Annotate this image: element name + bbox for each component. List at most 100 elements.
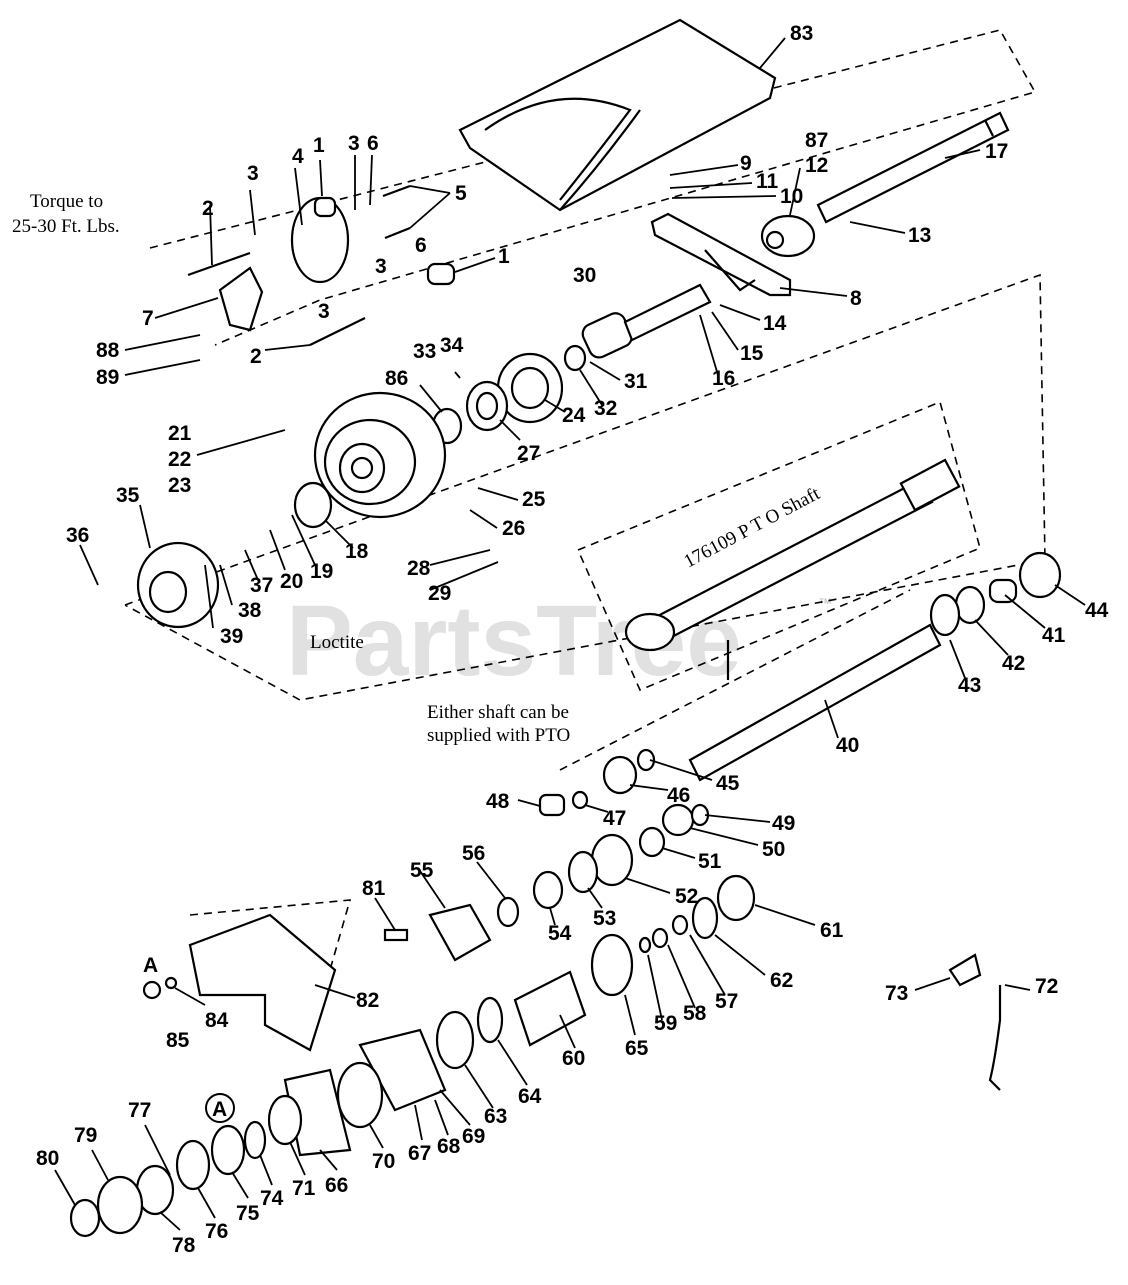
torque-note-line2: 25-30 Ft. Lbs. — [12, 216, 120, 237]
callout-49: 49 — [772, 812, 795, 835]
callout-8: 8 — [850, 287, 862, 310]
callout-3-top: 3 — [348, 132, 360, 155]
callout-3-low: 3 — [318, 300, 330, 323]
callout-75: 75 — [236, 1202, 260, 1225]
callout-79: 79 — [74, 1124, 97, 1147]
washer-84-part — [164, 976, 178, 990]
ring-59-part — [638, 936, 652, 954]
callout-24: 24 — [562, 404, 586, 427]
callout-9: 9 — [740, 152, 752, 175]
callout-63: 63 — [484, 1105, 507, 1128]
callout-1-lower: 1 — [498, 245, 510, 268]
washer-50-part — [661, 803, 695, 837]
shaft-60-part — [513, 970, 587, 1047]
wire-72-part — [988, 985, 1002, 1091]
callout-38: 38 — [238, 599, 262, 622]
clutch-assembly-part — [313, 391, 447, 519]
callout-6-top: 6 — [367, 132, 379, 155]
callout-81: 81 — [362, 877, 386, 900]
cone-62-part — [691, 896, 719, 940]
cone-64-part — [476, 996, 504, 1044]
callout-31: 31 — [624, 370, 648, 393]
callout-78: 78 — [172, 1234, 196, 1257]
callout-10: 10 — [780, 185, 803, 208]
callout-58: 58 — [683, 1002, 707, 1025]
callout-3-left: 3 — [247, 162, 259, 185]
callout-6-mid: 6 — [415, 234, 427, 257]
cover-plate-part — [458, 18, 777, 212]
reference-a-circle: A — [205, 1093, 235, 1123]
callout-35: 35 — [116, 484, 140, 507]
upper-shaft-part — [816, 111, 1010, 224]
oring-70-part — [336, 1061, 384, 1129]
cap-44-part — [1018, 551, 1062, 599]
callout-48: 48 — [486, 790, 510, 813]
callout-21: 21 — [168, 422, 192, 445]
torque-note-line1: Torque to — [30, 191, 103, 212]
bolt-parts — [187, 184, 411, 346]
callout-25: 25 — [522, 488, 546, 511]
washer-57-part — [671, 914, 689, 936]
fitting-81-part — [383, 928, 409, 942]
callout-27: 27 — [517, 442, 540, 465]
clip-45-part — [636, 748, 656, 772]
callout-65: 65 — [625, 1037, 649, 1060]
callout-11: 11 — [756, 170, 779, 193]
washer-18-part — [293, 481, 333, 529]
ring-56-part — [496, 896, 520, 928]
nut-85-part — [142, 980, 162, 1000]
callout-16: 16 — [712, 367, 735, 390]
callout-34: 34 — [440, 334, 464, 357]
clutch-housing-part — [496, 352, 564, 424]
reference-a-guard: A — [143, 954, 158, 977]
clip-80-part — [69, 1198, 101, 1238]
callout-83: 83 — [790, 22, 813, 45]
callout-18: 18 — [345, 540, 369, 563]
seal-71-part — [267, 1094, 303, 1146]
callout-19: 19 — [310, 560, 333, 583]
gear-46-part — [602, 755, 638, 795]
callout-59: 59 — [654, 1012, 677, 1035]
either-shaft-note-line2: supplied with PTO — [427, 725, 570, 746]
callout-12: 12 — [805, 154, 828, 177]
washer-47-part — [571, 790, 589, 810]
housing-67-part — [358, 1028, 447, 1112]
callout-30: 30 — [573, 264, 596, 287]
disc-53-part — [567, 850, 599, 894]
spacer-lower-part — [426, 262, 456, 286]
callout-72: 72 — [1035, 975, 1058, 998]
switch-73-part — [948, 953, 982, 987]
spring-76-part — [175, 1139, 211, 1191]
callout-74: 74 — [260, 1187, 284, 1210]
either-shaft-note-line1: Either shaft can be — [427, 702, 569, 723]
callout-41: 41 — [1042, 624, 1066, 647]
bearing-43-part — [929, 593, 961, 637]
callout-54: 54 — [548, 922, 572, 945]
callout-85: 85 — [166, 1029, 190, 1052]
callout-66: 66 — [325, 1174, 348, 1197]
callout-50: 50 — [762, 838, 785, 861]
callout-88: 88 — [96, 339, 120, 362]
callout-28: 28 — [407, 557, 431, 580]
callout-44: 44 — [1085, 599, 1109, 622]
collar-75-part — [210, 1124, 246, 1176]
spacer-upper-part — [313, 196, 337, 218]
callout-80: 80 — [36, 1147, 59, 1170]
ring-74-part — [243, 1120, 267, 1160]
callout-77: 77 — [128, 1099, 151, 1122]
callout-42: 42 — [1002, 652, 1025, 675]
callout-89: 89 — [96, 366, 119, 389]
callout-26: 26 — [502, 517, 525, 540]
callout-39: 39 — [220, 625, 243, 648]
callout-84: 84 — [205, 1009, 229, 1032]
assembly-boundary-lines — [124, 29, 1046, 971]
nut-79-part — [96, 1175, 144, 1235]
callout-62: 62 — [770, 969, 793, 992]
callout-47: 47 — [603, 807, 626, 830]
callout-numbers: 83 17 87 12 9 11 10 13 8 14 15 16 30 31 … — [36, 22, 1109, 1257]
guard-82-part — [188, 913, 337, 1052]
callout-40: 40 — [836, 734, 859, 757]
pto-shaft-part — [624, 458, 961, 652]
callout-82: 82 — [356, 989, 379, 1012]
